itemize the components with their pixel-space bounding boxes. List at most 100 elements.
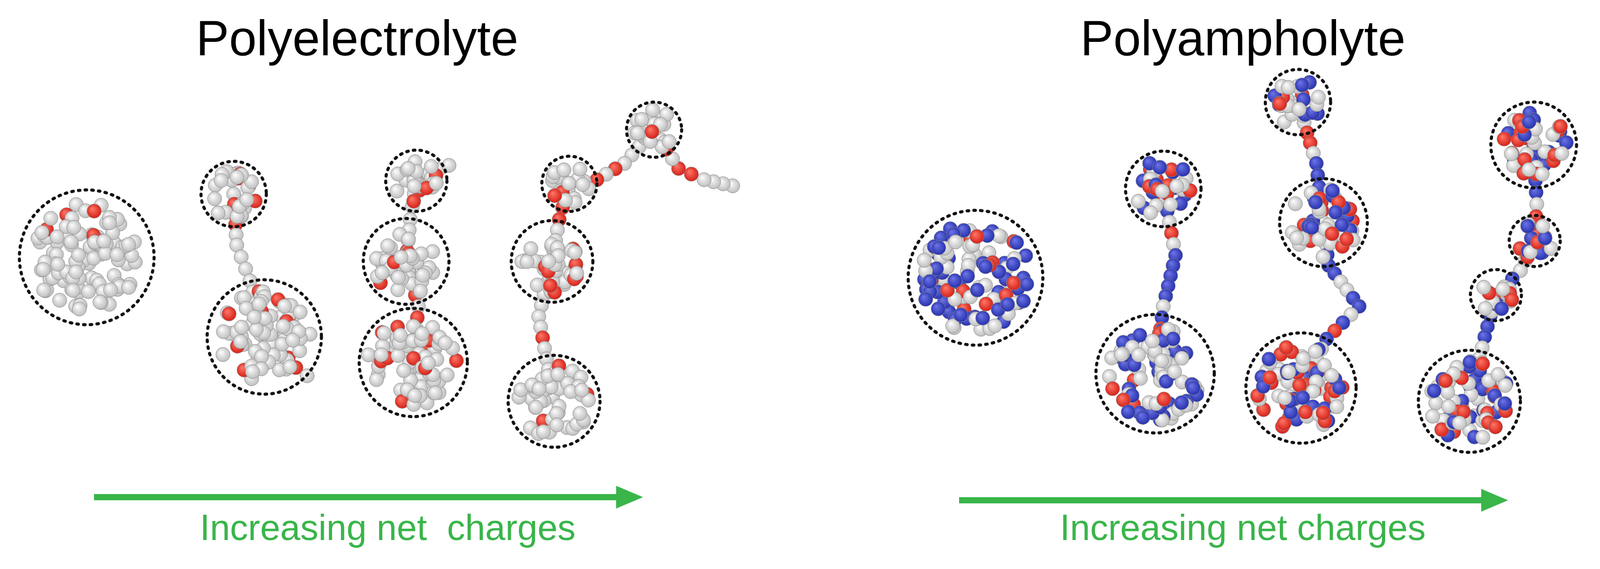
monomer-bead xyxy=(246,309,262,325)
monomer-bead xyxy=(1329,399,1345,414)
globule-outline xyxy=(19,189,155,325)
monomer-bead xyxy=(634,112,650,127)
monomer-bead xyxy=(561,176,577,191)
monomer-bead xyxy=(374,265,390,280)
monomer-bead xyxy=(1167,364,1182,379)
monomer-bead xyxy=(1175,162,1191,177)
monomer-bead xyxy=(121,279,136,295)
monomer-bead xyxy=(630,125,646,140)
monomer-bead xyxy=(406,193,421,209)
monomer-bead xyxy=(396,363,412,378)
monomer-bead xyxy=(960,269,976,284)
monomer-bead xyxy=(233,334,248,349)
monomer-bead xyxy=(523,241,539,256)
monomer-bead xyxy=(275,318,291,334)
monomer-bead xyxy=(1133,370,1148,386)
monomer-bead xyxy=(1298,404,1313,419)
monomer-bead xyxy=(572,161,588,177)
monomer-bead xyxy=(1144,333,1160,349)
polymer-chain xyxy=(907,210,1043,345)
monomer-bead xyxy=(285,332,301,348)
monomer-bead xyxy=(1174,395,1189,410)
monomer-bead xyxy=(948,234,963,249)
monomer-bead xyxy=(283,359,298,374)
globule-outline xyxy=(363,218,449,305)
polymer-chain xyxy=(508,102,740,448)
globule-outline xyxy=(626,102,682,158)
monomer-bead xyxy=(1488,419,1503,434)
monomer-bead xyxy=(1155,183,1170,199)
monomer-bead xyxy=(1006,275,1022,291)
monomer-bead xyxy=(987,318,1002,334)
globule-outline xyxy=(1491,102,1577,188)
monomer-bead xyxy=(369,372,384,387)
monomer-bead xyxy=(1325,183,1340,198)
monomer-bead xyxy=(549,417,564,432)
monomer-bead xyxy=(1272,96,1288,112)
monomer-bead xyxy=(43,211,59,226)
monomer-bead xyxy=(1554,146,1570,161)
monomer-bead xyxy=(1475,429,1490,445)
monomer-bead xyxy=(50,229,65,244)
monomer-bead xyxy=(380,238,396,254)
trend-arrow xyxy=(93,485,643,509)
monomer-bead xyxy=(969,282,985,297)
globule-outline xyxy=(1279,178,1368,267)
monomer-bead xyxy=(245,364,260,379)
monomer-bead xyxy=(207,191,223,207)
globule-outline xyxy=(207,279,322,394)
monomer-bead xyxy=(536,424,551,439)
monomer-bead xyxy=(377,325,392,341)
monomer-bead xyxy=(1114,347,1129,362)
monomer-bead xyxy=(1166,331,1181,347)
monomer-bead xyxy=(575,177,591,192)
monomer-bead xyxy=(1131,347,1147,363)
monomer-bead xyxy=(72,301,87,317)
monomer-bead xyxy=(1006,256,1021,272)
monomer-bead xyxy=(1292,378,1307,393)
monomer-bead xyxy=(424,159,439,174)
monomer-bead xyxy=(1121,404,1136,419)
monomer-bead xyxy=(239,192,255,207)
monomer-bead xyxy=(1331,380,1347,395)
monomer-bead xyxy=(543,278,558,293)
monomer-bead xyxy=(390,348,406,363)
monomer-bead xyxy=(1441,399,1456,414)
monomer-bead xyxy=(440,367,455,383)
monomer-bead xyxy=(1438,373,1453,388)
monomer-bead xyxy=(92,294,108,310)
monomer-bead xyxy=(1324,368,1340,383)
globule-outline xyxy=(1509,215,1561,267)
monomer-bead xyxy=(1152,160,1168,175)
monomer-bead xyxy=(36,282,52,297)
monomer-bead xyxy=(96,233,112,249)
polymer-chain xyxy=(200,161,322,394)
monomer-bead xyxy=(1339,231,1355,247)
monomer-bead xyxy=(1169,178,1185,194)
globule-outline xyxy=(1125,150,1201,227)
monomer-bead xyxy=(1277,390,1293,405)
monomer-bead xyxy=(50,256,66,272)
monomer-bead xyxy=(531,381,547,396)
polymer-chain xyxy=(1095,150,1215,433)
globule-outline xyxy=(1418,350,1521,453)
monomer-bead xyxy=(574,382,589,398)
monomer-bead xyxy=(1462,354,1478,370)
monomer-bead xyxy=(969,229,985,244)
globule-outline xyxy=(358,308,467,417)
globule-outline xyxy=(385,149,448,212)
monomer-bead xyxy=(918,291,934,307)
monomer-bead xyxy=(1009,235,1025,250)
monomer-bead xyxy=(1328,205,1343,220)
monomer-bead xyxy=(1135,410,1151,425)
monomer-bead xyxy=(1288,196,1303,211)
monomer-bead xyxy=(1521,162,1536,177)
monomer-bead xyxy=(407,388,422,403)
monomer-bead xyxy=(1279,339,1294,355)
monomer-bead xyxy=(1478,301,1493,316)
monomer-bead xyxy=(1174,350,1189,366)
monomer-bead xyxy=(216,324,231,339)
globule-outline xyxy=(1245,332,1356,443)
polymer-chain xyxy=(19,189,155,325)
